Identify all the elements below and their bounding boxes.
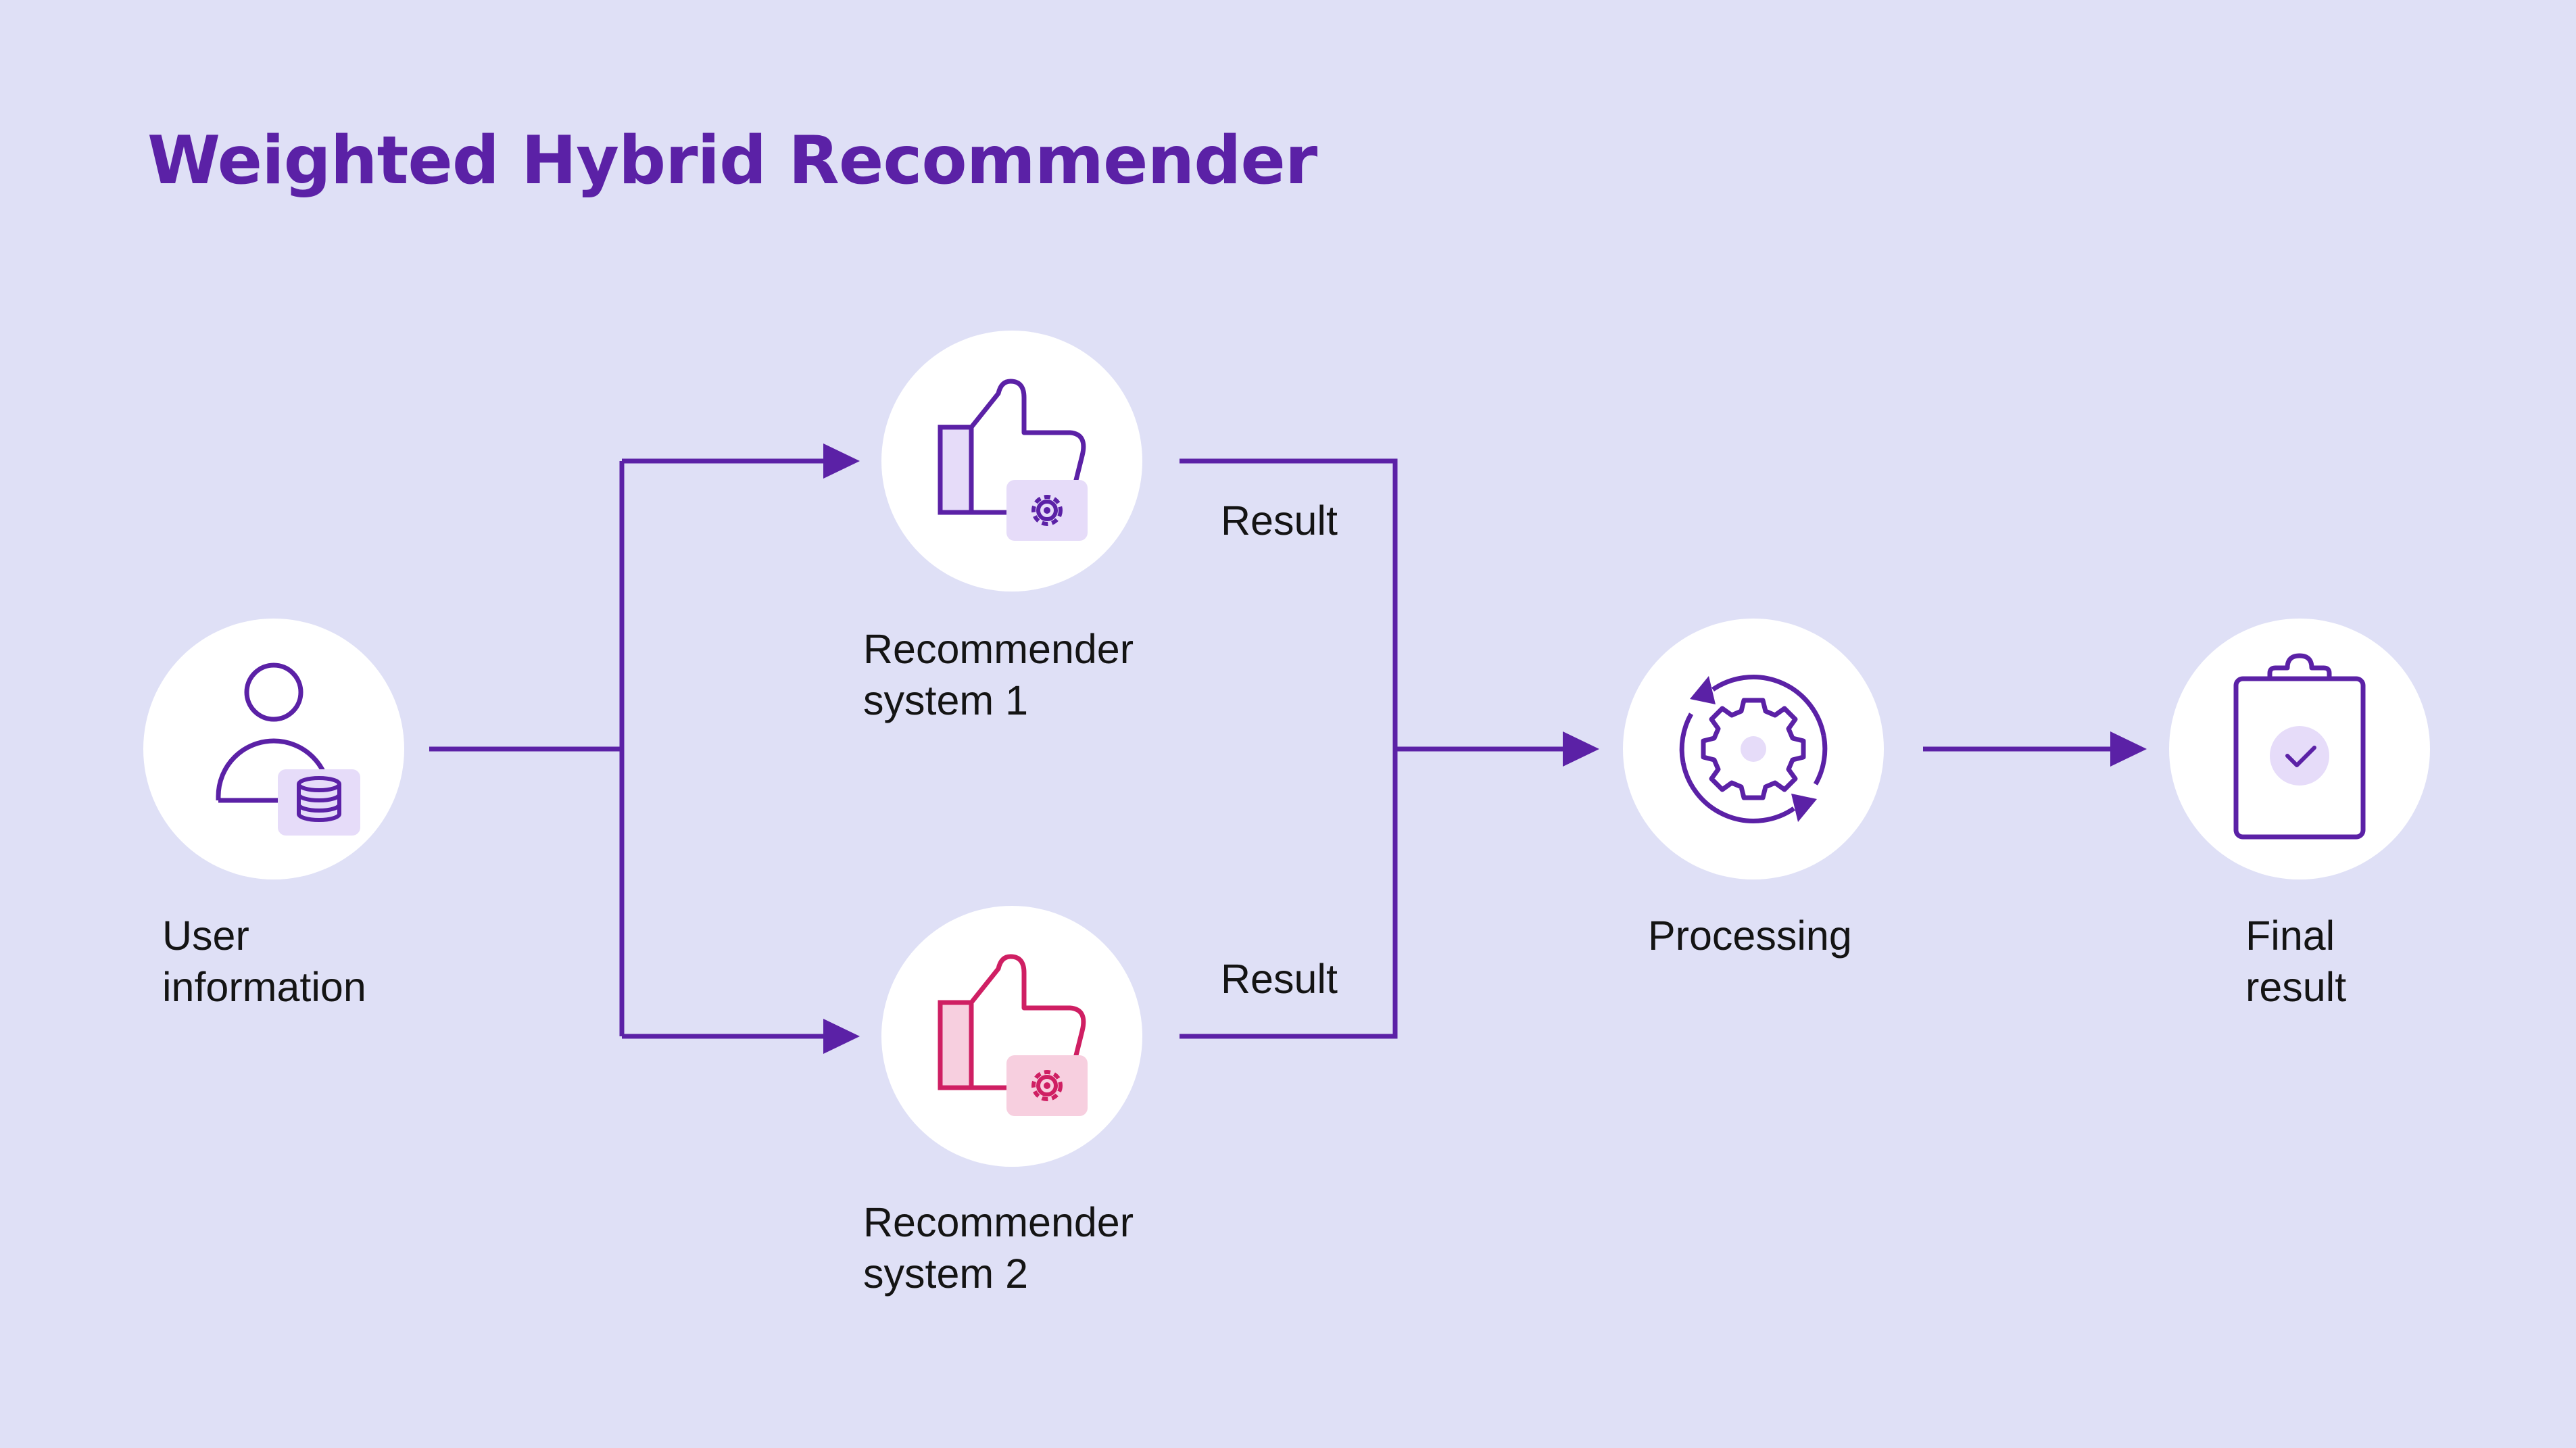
recommender-system-2-label: Recommender system 2 — [863, 1199, 1134, 1297]
arrowhead-rec2 — [823, 1019, 860, 1054]
result-label-bottom: Result — [1221, 956, 1338, 1002]
diagram-title: Weighted Hybrid Recommender — [147, 122, 1317, 199]
recommender-system-1-label: Recommender system 1 — [863, 626, 1134, 723]
node-rec2-circle — [881, 906, 1142, 1167]
thumbs-up-gear-icon — [938, 379, 1088, 541]
processing-label: Processing — [1648, 913, 1852, 959]
arrowhead-rec1 — [823, 443, 860, 479]
user-database-icon — [216, 662, 360, 836]
arrowhead-processing — [1563, 731, 1599, 767]
cycle-gear-icon — [1679, 675, 1828, 823]
user-information-label: User information — [162, 913, 366, 1010]
node-rec1-circle — [881, 331, 1142, 592]
clipboard-check-icon — [2233, 653, 2366, 840]
connector-rec1-result — [1180, 458, 1398, 1039]
arrowhead-final — [2110, 731, 2147, 767]
node-user-circle — [143, 619, 404, 879]
final-result-label: Final result — [2245, 913, 2347, 1010]
thumbs-up-gear-icon — [938, 954, 1088, 1116]
result-label-top: Result — [1221, 498, 1338, 544]
